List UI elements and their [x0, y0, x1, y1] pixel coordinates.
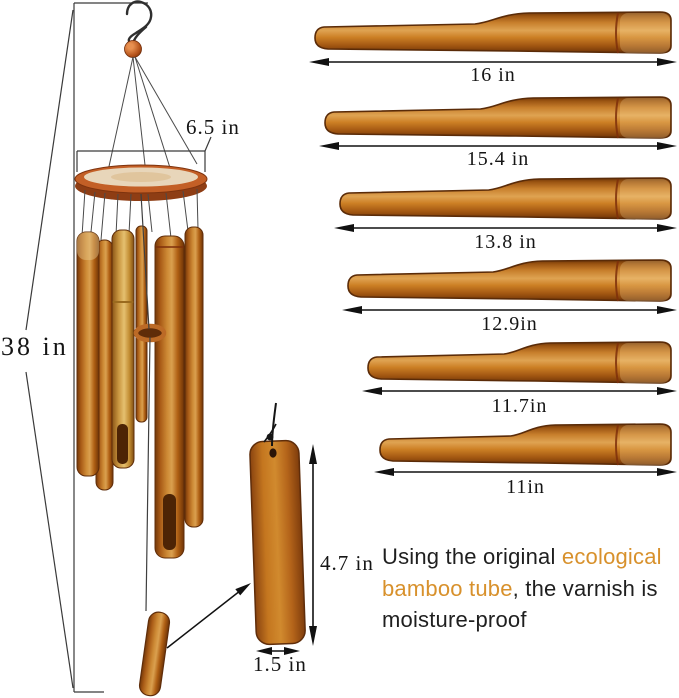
top-disc-width-label: 6.5 in	[186, 115, 240, 139]
dimension-arrow	[309, 58, 677, 66]
overall-height-label: 38 in	[1, 332, 69, 361]
tube-length-label: 16 in	[470, 64, 516, 86]
tube-strings	[81, 188, 199, 243]
top-disc	[74, 164, 208, 201]
caption-segment: Using the original	[382, 544, 562, 569]
dimension-arrow	[342, 306, 677, 314]
wind-catcher	[138, 611, 171, 697]
hanging-strings	[107, 56, 198, 175]
bamboo-tube-image	[339, 177, 672, 220]
caption-line: bamboo tube, the varnish is	[382, 573, 662, 605]
dimension-arrow	[374, 468, 677, 476]
dimension-arrow	[334, 224, 677, 232]
height-dimension-lines	[25, 2, 148, 693]
tube-length-label: 12.9in	[481, 313, 538, 335]
width-dimension-lines	[76, 136, 212, 172]
detail-leader-arrow	[166, 583, 251, 649]
caption-segment: moisture-proof	[382, 607, 527, 632]
sail-height-label: 4.7 in	[320, 551, 374, 575]
caption-highlight: bamboo tube	[382, 575, 513, 601]
dimension-arrow	[319, 142, 677, 150]
sail-width-label: 1.5 in	[253, 652, 307, 676]
detail-width-arrow	[256, 647, 300, 655]
bamboo-tube-image	[347, 259, 672, 302]
caption-line: moisture-proof	[382, 604, 662, 636]
caption-line: Using the original ecological	[382, 541, 662, 573]
detail-tube	[249, 402, 306, 646]
caption-segment: , the varnish is	[512, 575, 658, 601]
caption-highlight: ecological	[561, 544, 662, 569]
tube-length-label: 11.7in	[491, 395, 548, 417]
dimension-arrow	[362, 387, 677, 395]
tube-length-label: 13.8 in	[474, 231, 537, 253]
chime-tubes	[76, 225, 204, 559]
s-hook-icon	[125, 0, 153, 46]
bamboo-tube-image	[314, 11, 672, 54]
tube-length-label: 11in	[506, 476, 545, 498]
bamboo-tube-image	[367, 341, 672, 384]
wooden-bead	[124, 40, 142, 58]
center-string	[140, 193, 151, 612]
bamboo-tube-image	[379, 423, 672, 466]
bamboo-tube-image	[324, 96, 672, 139]
detail-height-arrow	[309, 444, 317, 646]
tube-length-label: 15.4 in	[466, 148, 530, 170]
